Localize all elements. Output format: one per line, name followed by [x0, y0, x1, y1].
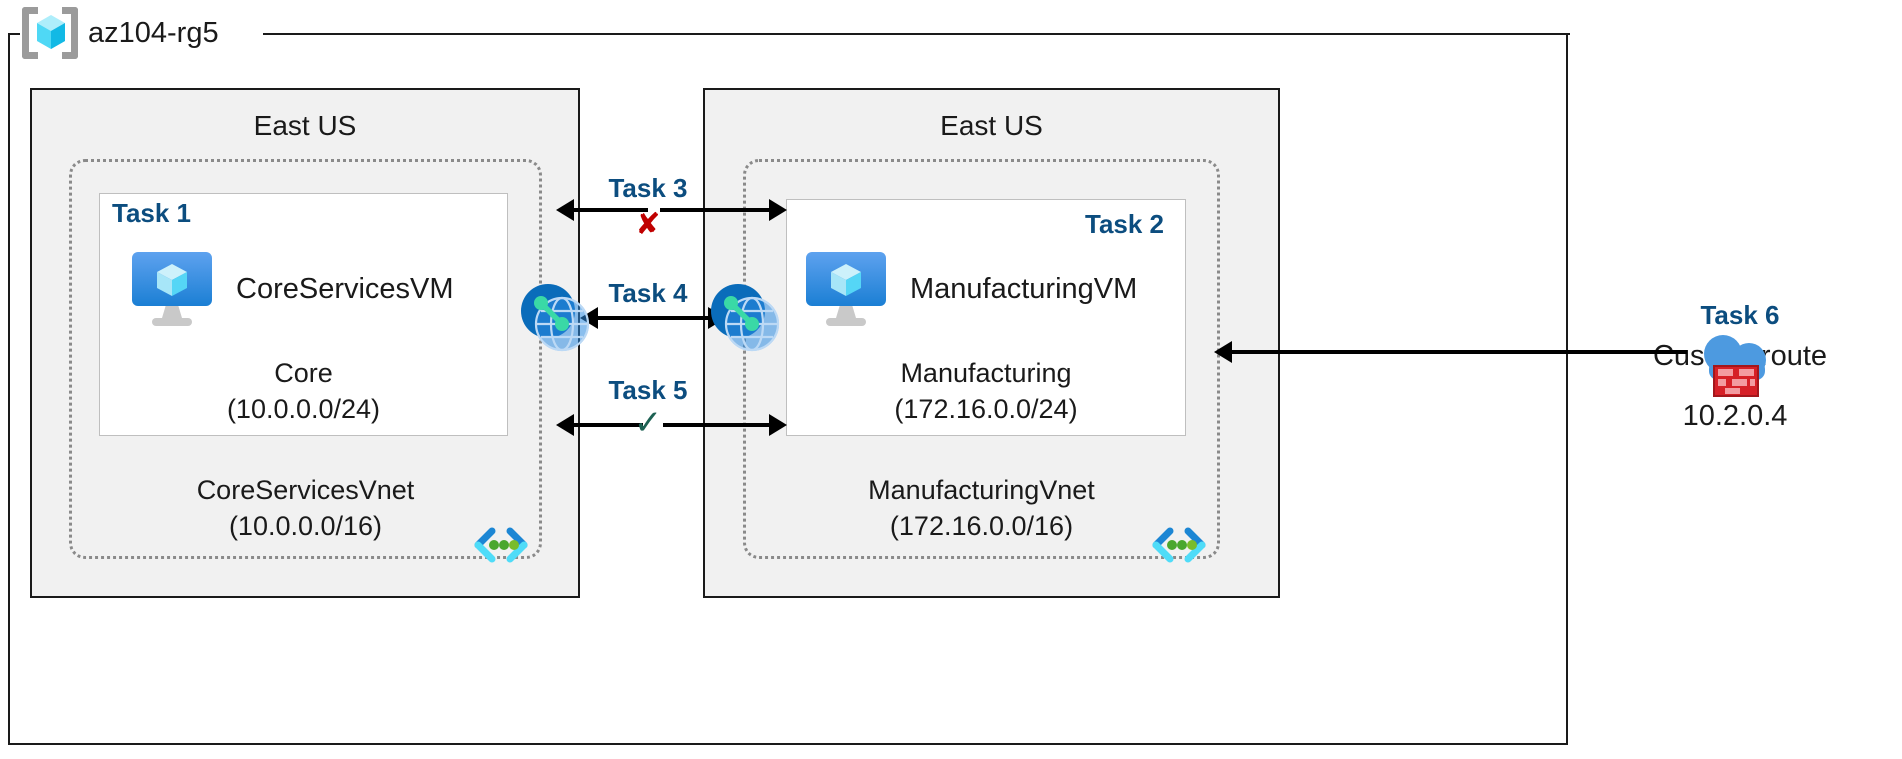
task3-arrow-line-left [573, 208, 648, 212]
cube-glyph [831, 264, 861, 296]
vm-name-core: CoreServicesVM [236, 272, 454, 305]
vnet-peering-globe-icon-left [521, 284, 590, 352]
subnet-label-manufacturing: Manufacturing [900, 358, 1072, 388]
monitor-neck [162, 306, 182, 318]
task5-allowed-marker: ✓ [633, 404, 663, 442]
task-label-4: Task 4 [608, 278, 688, 308]
task-tag-1: Task 1 [112, 198, 192, 228]
firewall-cloud-icon [1704, 335, 1766, 397]
task3-blocked-marker: ✘ [635, 208, 661, 241]
cube-glyph [37, 15, 65, 49]
code-brackets-icon-manufacturing [1152, 527, 1206, 563]
vm-core: CoreServicesVM [132, 252, 454, 326]
task5-arrow-head-left [556, 414, 574, 436]
task3-arrow-line-right [660, 208, 770, 212]
task3-arrow-head-left [556, 199, 574, 221]
task-tag-2: Task 2 [1085, 209, 1165, 239]
subnet-name-manufacturing: Manufacturing (172.16.0.0/24) [786, 355, 1186, 428]
resource-group-cube-icon [22, 7, 78, 59]
monitor-base [826, 318, 866, 326]
resource-group-frame [8, 33, 1568, 745]
vnet-label-core: CoreServicesVnet (10.0.0.0/16) [69, 472, 542, 545]
bracket-right-icon [62, 7, 78, 59]
task5-arrow-line-right [663, 423, 770, 427]
virtual-machine-icon [132, 252, 212, 326]
vnet-cidr-manufacturing: (172.16.0.0/16) [889, 511, 1074, 542]
task6-arrow-line [1231, 350, 1687, 354]
monitor-base [152, 318, 192, 326]
task-label-3: Task 3 [608, 173, 688, 203]
task4-arrow-line [597, 316, 709, 320]
vnet-box-core [69, 159, 542, 559]
subnet-cidr-core: (10.0.0.0/24) [226, 394, 381, 425]
resource-group-frame-top-right [263, 33, 1570, 35]
virtual-machine-icon [806, 252, 886, 326]
task5-arrow-head-right [769, 414, 787, 436]
brick-wall-shape [1713, 365, 1759, 397]
vnet-peering-globe-icon-right [711, 284, 780, 352]
monitor-neck [836, 306, 856, 318]
task6-arrow-head [1214, 341, 1232, 363]
resource-group-label: az104-rg5 [22, 5, 219, 61]
cube-glyph [157, 264, 187, 296]
vnet-name-core: CoreServicesVnet [196, 475, 415, 505]
resource-group-frame-top-left [8, 33, 20, 35]
region-title-right: East US [940, 110, 1043, 141]
vm-manufacturing: ManufacturingVM [806, 252, 1137, 326]
vm-name-manufacturing: ManufacturingVM [910, 272, 1138, 305]
subnet-cidr-manufacturing: (172.16.0.0/24) [894, 394, 1078, 425]
task-label-5: Task 5 [608, 375, 688, 405]
vnet-label-manufacturing: ManufacturingVnet (172.16.0.0/16) [743, 472, 1220, 545]
vnet-cidr-core: (10.0.0.0/16) [228, 511, 383, 542]
task-label-6: Task 6 [1700, 300, 1780, 330]
task3-arrow-head-right [769, 199, 787, 221]
vnet-name-manufacturing: ManufacturingVnet [868, 475, 1095, 505]
code-brackets-icon-core [474, 527, 528, 563]
bracket-left-icon [22, 7, 38, 59]
custom-route-ip: 10.2.0.4 [1682, 400, 1788, 432]
subnet-label-core: Core [274, 358, 333, 388]
resource-group-name: az104-rg5 [88, 16, 219, 49]
region-title-left: East US [253, 110, 357, 141]
subnet-name-core: Core (10.0.0.0/24) [99, 355, 508, 428]
task5-arrow-line-left [573, 423, 643, 427]
